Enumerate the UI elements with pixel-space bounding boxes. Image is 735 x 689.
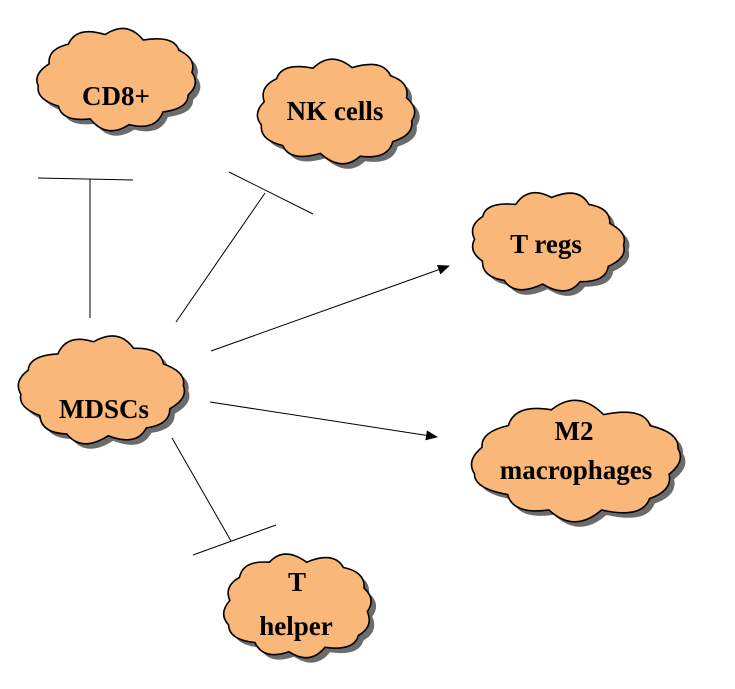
label-nk-cells: NK cells — [287, 96, 384, 126]
node-nk-cells — [256, 58, 420, 169]
label-t-helper-line2: helper — [259, 611, 333, 641]
inhibition-bar — [37, 177, 134, 181]
edge-mdscs-to-nk-cells — [175, 171, 314, 323]
label-m2-line2: macrophages — [500, 455, 653, 485]
label-cd8: CD8+ — [82, 81, 150, 111]
edge-mdscs-to-t-regs — [210, 264, 450, 352]
cloud-shape — [17, 335, 186, 445]
node-t-helper — [222, 553, 377, 663]
node-cd8 — [36, 27, 201, 136]
inhibition-bar — [228, 171, 314, 215]
label-t-regs: T regs — [510, 229, 582, 259]
edge-mdscs-to-m2-macrophages — [209, 401, 438, 441]
edge-arrow — [210, 264, 450, 352]
cloud-shape — [256, 58, 416, 165]
inhibition-bar — [192, 524, 277, 556]
edge-mdscs-to-t-helper — [171, 437, 277, 556]
cloud-shape — [36, 27, 197, 132]
edge-arrow — [209, 401, 438, 441]
edge-line — [175, 192, 266, 323]
cloud-shape — [470, 399, 682, 523]
cloud-shape — [471, 191, 626, 292]
label-m2-line1: M2 — [555, 416, 594, 446]
node-mdscs — [17, 335, 190, 449]
node-t-regs — [471, 191, 630, 296]
edge-mdscs-to-cd8 — [37, 177, 134, 318]
edge-line — [171, 437, 232, 542]
label-t-helper-line1: T — [288, 567, 306, 597]
label-mdscs: MDSCs — [59, 394, 149, 424]
node-m2-macrophages — [470, 399, 686, 527]
cloud-shape — [222, 553, 372, 659]
